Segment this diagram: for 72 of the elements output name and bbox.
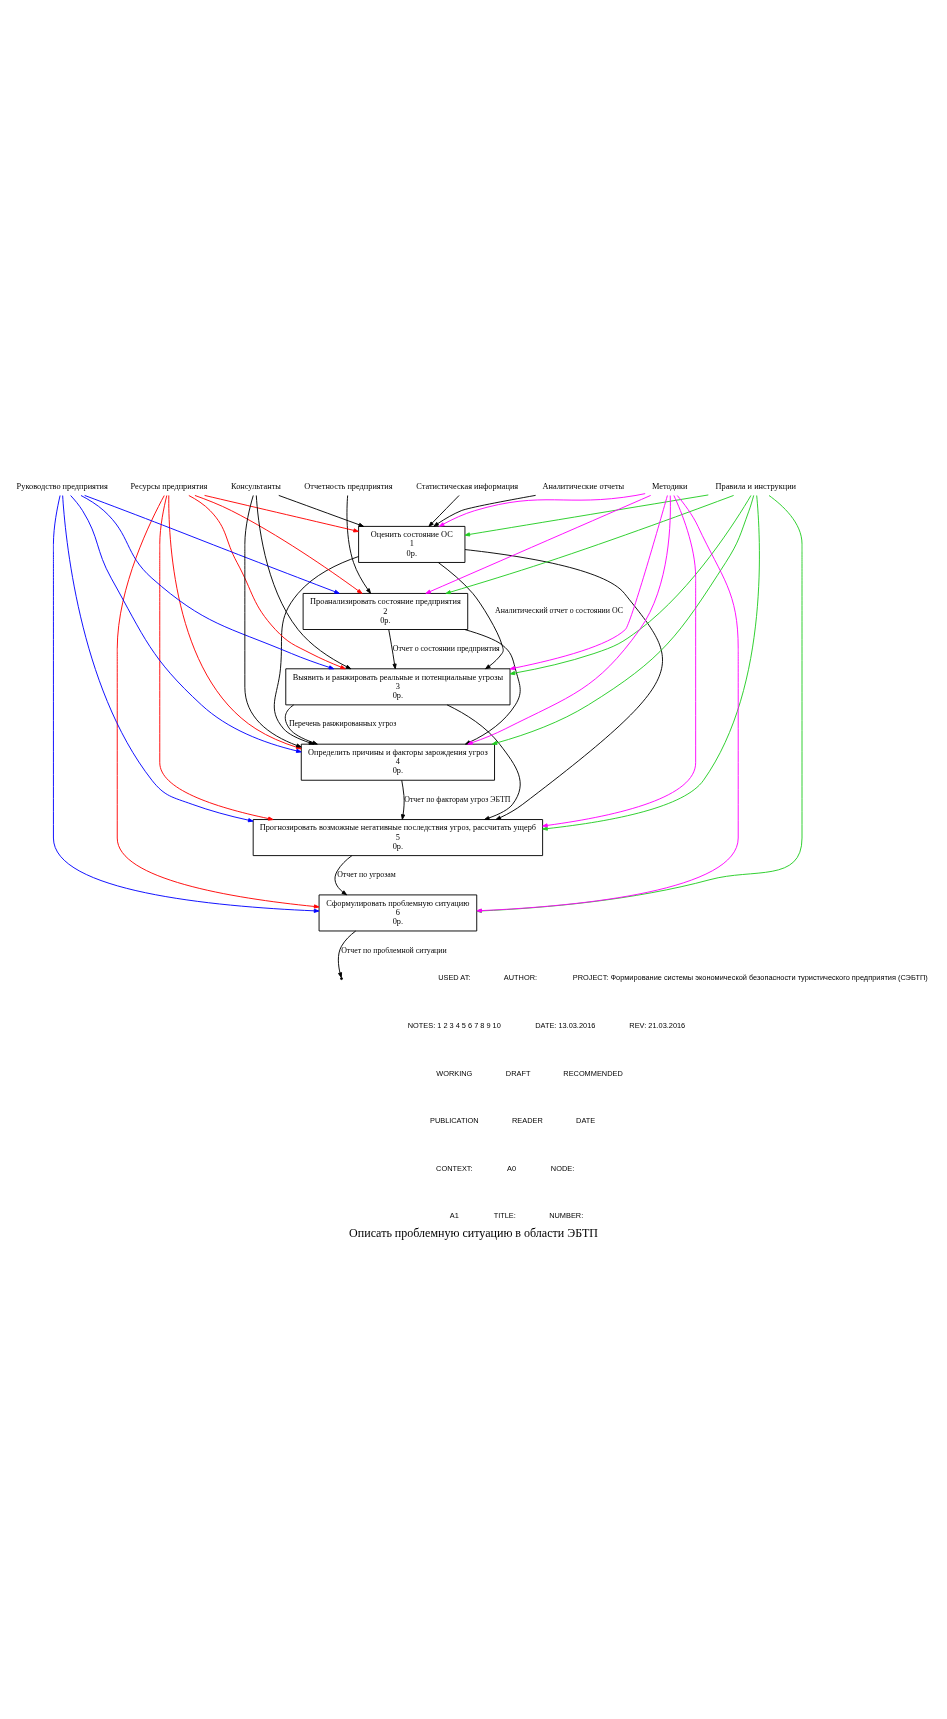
node-text: Консультанты — [231, 481, 281, 491]
node-text: Методики — [651, 481, 688, 491]
arrow — [334, 854, 353, 895]
node-text: Статистическая информация — [416, 481, 519, 491]
node-text: Отчетность предприятия — [304, 481, 393, 491]
arrow — [509, 494, 668, 670]
node-text: Правила и инструкции — [715, 481, 797, 491]
node-box: Выявить и ранжировать реальные и потенциальные угрозы 3 0р. — [285, 667, 511, 705]
arrow — [428, 494, 460, 527]
arrow — [52, 494, 320, 913]
arrow — [433, 494, 537, 527]
arrow — [84, 494, 340, 594]
arrow — [425, 494, 652, 594]
node-box: Оценить состояние ОС 1 0р. — [358, 525, 466, 563]
arrow — [542, 494, 760, 831]
arrow — [437, 561, 504, 669]
diagram-title: Описать проблемную ситуацию в области ЭБТП — [349, 1225, 598, 1240]
edge-label: Перечень ранжированных угроз — [288, 718, 397, 728]
edge-label: Отчет по проблемной ситуации — [341, 945, 447, 955]
label: AUTHOR: — [503, 972, 538, 982]
edge-label: Аналитический отчет о состоянии ОС — [495, 605, 624, 615]
arrow — [438, 492, 646, 527]
node-box: Сформулировать проблемную ситуацию 6 0р. — [318, 893, 478, 931]
node-text: Ресурсы предприятия — [130, 481, 208, 491]
label: NODE: — [550, 1163, 575, 1173]
label: DRAFT — [505, 1068, 531, 1078]
arrow — [159, 494, 274, 821]
node-box: Проанализировать состояние предприятия 2 0р. — [302, 592, 469, 630]
arrow — [116, 494, 320, 909]
label: A1 — [449, 1210, 459, 1220]
arrow — [388, 628, 397, 669]
arrow — [194, 494, 363, 594]
arrow — [467, 494, 671, 745]
arrow — [464, 548, 663, 820]
node-text: Аналитические отчеты — [542, 481, 625, 491]
arrow — [188, 494, 346, 669]
arrow — [278, 494, 365, 527]
arrow — [509, 494, 752, 675]
label: CONTEXT: — [436, 1163, 473, 1173]
arrow — [337, 930, 357, 978]
edge-label: Отчет по угрозам — [337, 869, 396, 879]
label: DATE — [576, 1115, 596, 1125]
arrow — [401, 779, 406, 820]
label: READER — [511, 1115, 543, 1125]
label: RECOMMENDED — [563, 1068, 623, 1078]
node-box: Определить причины и факторы зарождения угроз 4 0р. — [300, 743, 495, 781]
label: PROJECT: Формирование системы экономической безопасности туристического предприятия (СЭБТП) — [572, 972, 928, 982]
edge-label: Отчет о состоянии предприятия — [392, 643, 500, 653]
label: TITLE: — [493, 1210, 516, 1220]
arrow — [80, 494, 335, 669]
arrow — [346, 494, 372, 594]
arrow — [445, 494, 735, 594]
arrow — [464, 494, 709, 536]
arrow — [464, 628, 521, 745]
label: NUMBER: — [549, 1210, 584, 1220]
label: WORKING — [436, 1068, 473, 1078]
label: NOTES: 1 2 3 4 5 6 7 8 9 10 — [407, 1020, 501, 1030]
arrow — [476, 494, 739, 913]
label: USED AT: — [438, 972, 471, 982]
edge-label: Отчет по факторам угроз ЭБТП — [404, 794, 511, 804]
label: PUBLICATION — [429, 1115, 479, 1125]
arrow — [255, 494, 352, 669]
arrow — [476, 494, 803, 913]
label: DATE: 13.03.2016 — [535, 1020, 596, 1030]
label: A0 — [507, 1163, 517, 1173]
arrow — [204, 494, 359, 532]
arrow — [446, 703, 521, 820]
arrow — [542, 494, 697, 827]
node-text: Руководство предприятия — [16, 481, 108, 491]
label: REV: 21.03.2016 — [629, 1020, 686, 1030]
arrow — [62, 494, 254, 822]
arrow — [491, 494, 755, 745]
